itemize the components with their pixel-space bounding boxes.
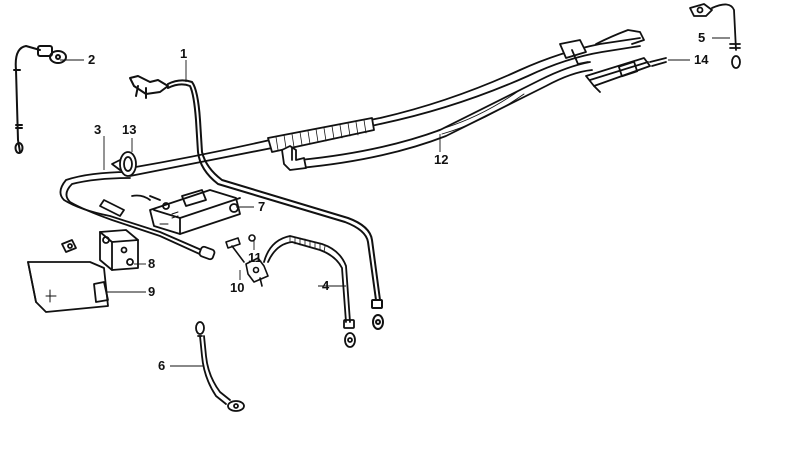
callout-8: 8 — [148, 256, 155, 271]
part-7-junction-block — [131, 189, 241, 235]
callout-4: 4 — [322, 278, 330, 293]
part-4-positive-cable — [263, 235, 356, 348]
callout-7: 7 — [258, 199, 265, 214]
callout-14: 14 — [694, 52, 709, 67]
callout-9: 9 — [148, 284, 155, 299]
part-5-ground-strap — [689, 3, 741, 69]
callout-13: 13 — [122, 122, 136, 137]
part-10-11-fasteners — [225, 234, 269, 287]
callout-1: 1 — [180, 46, 187, 61]
part-3-branch-cable — [59, 171, 216, 261]
part-12-main-harness — [129, 29, 645, 177]
part-13-grommet — [111, 151, 137, 177]
part-2-ground-cable — [13, 45, 67, 154]
harness-bracket — [281, 145, 307, 171]
part-8-mounting-block — [61, 229, 139, 271]
corrugated-sleeve — [267, 117, 375, 153]
part-9-cover — [27, 261, 109, 313]
callout-3: 3 — [94, 122, 101, 137]
leader-lines — [60, 37, 730, 367]
callout-11: 11 — [248, 250, 262, 265]
callout-10: 10 — [230, 280, 244, 295]
callout-5: 5 — [698, 30, 705, 45]
callout-2: 2 — [88, 52, 95, 67]
part-1-battery-cable — [129, 75, 384, 330]
callout-labels: 1 2 3 4 5 6 7 8 9 10 11 12 13 14 — [88, 30, 709, 373]
part-14-connector — [585, 57, 667, 93]
callout-12: 12 — [434, 152, 448, 167]
callout-6: 6 — [158, 358, 165, 373]
part-6-ground-cable — [195, 321, 245, 412]
